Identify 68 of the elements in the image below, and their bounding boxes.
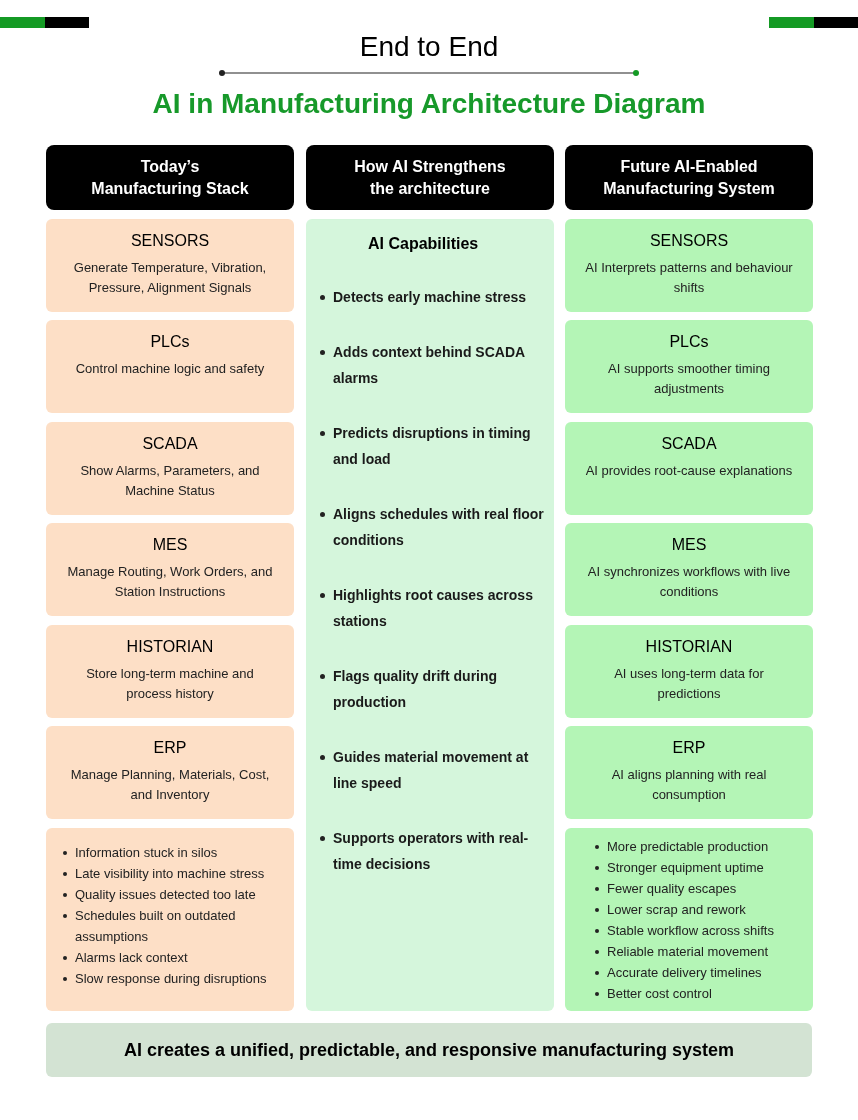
bullet-item: Stable workflow across shifts: [607, 922, 774, 940]
stage-card: [46, 726, 294, 819]
stage-description: Generate Temperature, Vibration, Pressure, Alignment Signals: [72, 259, 268, 297]
stage-card: [565, 726, 813, 819]
stage-description: Store long-term machine and process history: [85, 665, 255, 703]
stage-title: SENSORS: [649, 231, 729, 251]
bullet-item: Detects early machine stress: [333, 288, 526, 307]
bullet-item: Flags quality drift during production: [333, 667, 499, 712]
bullet-item: Slow response during disruptions: [75, 970, 267, 988]
bullet-item: Fewer quality escapes: [607, 880, 737, 898]
column-header: Today’s Manufacturing Stack: [46, 145, 294, 210]
bullet-item: Aligns schedules with real floor conditions: [333, 505, 545, 550]
bullet-item: Lower scrap and rework: [607, 901, 746, 919]
bullet-list-card: [46, 828, 294, 1011]
stage-description: Manage Planning, Materials, Cost, and Inventory: [69, 766, 271, 804]
bullet-item: Late visibility into machine stress: [75, 865, 265, 883]
bullet-item: Schedules built on outdated assumptions: [75, 907, 237, 946]
bullet-item: Guides material movement at line speed: [333, 748, 530, 793]
bullet-item: Information stuck in silos: [75, 844, 218, 862]
capabilities-panel: [306, 219, 554, 1011]
stage-card: [46, 523, 294, 616]
bullet-list-card: [565, 828, 813, 1011]
stage-card: [565, 320, 813, 413]
title: End to End: [358, 30, 500, 64]
stage-card: [46, 219, 294, 312]
bullet-item: Alarms lack context: [75, 949, 188, 967]
stage-card: [46, 625, 294, 718]
stage-title: PLCs: [669, 332, 709, 352]
bullet-item: Highlights root causes across stations: [333, 586, 534, 631]
column-header: How AI Strengthens the architecture: [306, 145, 554, 210]
stage-card: [565, 523, 813, 616]
stage-card: [565, 625, 813, 718]
stage-title: SCADA: [661, 434, 717, 454]
stage-description: AI provides root-cause explanations: [584, 462, 794, 480]
bullet-item: Quality issues detected too late: [75, 886, 256, 904]
stage-title: PLCs: [150, 332, 190, 352]
column-header: Future AI-Enabled Manufacturing System: [565, 145, 813, 210]
stage-description: AI supports smoother timing adjustments: [607, 360, 771, 398]
stage-description: Show Alarms, Parameters, and Machine Status: [79, 462, 261, 500]
stage-title: SCADA: [142, 434, 198, 454]
bullet-item: Supports operators with real-time decisions: [333, 829, 530, 874]
stage-description: Manage Routing, Work Orders, and Station Instructions: [66, 563, 274, 601]
subtitle: AI in Manufacturing Architecture Diagram: [151, 87, 707, 121]
stage-description: Control machine logic and safety: [74, 360, 266, 378]
stage-title: MES: [152, 535, 188, 555]
stage-title: SENSORS: [130, 231, 210, 251]
bullet-item: Reliable material movement: [607, 943, 769, 961]
stage-title: HISTORIAN: [645, 637, 733, 657]
bullet-item: Predicts disruptions in timing and load: [333, 424, 532, 469]
bullet-item: More predictable production: [607, 838, 769, 856]
stage-description: AI Interprets patterns and behaviour shifts: [584, 259, 794, 297]
stage-card: [565, 422, 813, 515]
bullet-item: Adds context behind SCADA alarms: [333, 343, 526, 388]
stage-description: AI synchronizes workflows with live conditions: [586, 563, 792, 601]
panel-heading: AI Capabilities: [368, 234, 479, 254]
bullet-item: Better cost control: [607, 985, 712, 1003]
bullet-item: Stronger equipment uptime: [607, 859, 764, 877]
stage-title: ERP: [672, 738, 706, 758]
stage-title: MES: [671, 535, 707, 555]
stage-description: AI aligns planning with real consumption: [610, 766, 768, 804]
bullet-item: Accurate delivery timelines: [607, 964, 762, 982]
stage-card: [46, 422, 294, 515]
stage-card: [565, 219, 813, 312]
stage-title: ERP: [153, 738, 187, 758]
stage-title: HISTORIAN: [126, 637, 214, 657]
stage-description: AI uses long-term data for predictions: [613, 665, 765, 703]
stage-card: [46, 320, 294, 413]
summary-banner: AI creates a unified, predictable, and responsive manufacturing system: [46, 1023, 812, 1077]
